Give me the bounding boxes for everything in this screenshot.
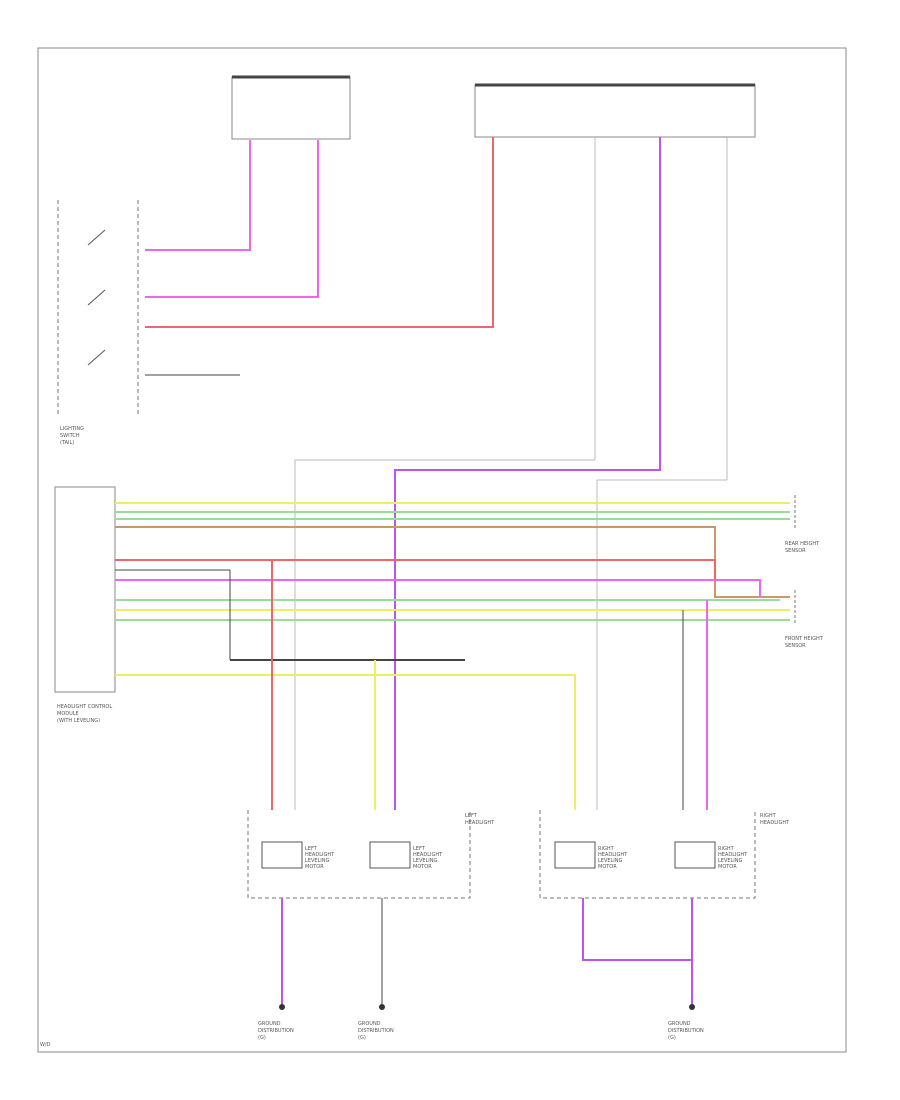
controller-box [54, 486, 116, 693]
right-motor-2 [674, 841, 716, 869]
rear-sensor-label-1: REAR HEIGHT [785, 541, 820, 547]
wire-violet-1 [394, 137, 661, 810]
left-motor-1-label-1: LEFT [305, 846, 318, 852]
left-headlight-label: LEFT HEADLIGHT [465, 813, 495, 826]
controller-label-line-3: (WITH LEVELING) [57, 718, 100, 724]
ground-1-label-3: (G) [258, 1035, 266, 1041]
wire-pink-switch [145, 140, 251, 251]
right-motor-1-label: RIGHT HEADLIGHT LEVELING MOTOR [598, 846, 628, 870]
ground-label-1: GROUND DISTRIBUTION (G) [258, 1021, 294, 1041]
fuse-box-right [474, 84, 756, 138]
right-motor-1 [554, 841, 596, 869]
rear-sensor-label-2: SENSOR [785, 548, 806, 554]
wire-yellow-motors [115, 674, 576, 810]
ground-2-label-2: DISTRIBUTION [358, 1028, 394, 1034]
fuse-box-left [231, 76, 351, 140]
ground-icon-3 [689, 1004, 695, 1010]
ground-label-2: GROUND DISTRIBUTION (G) [358, 1021, 394, 1041]
left-motor-1-label-2: HEADLIGHT [305, 852, 335, 858]
switch-contact-2 [87, 289, 106, 306]
left-headlight-box [247, 810, 471, 899]
ground-icon-1 [279, 1004, 285, 1010]
ground-2-label-1: GROUND [358, 1021, 381, 1027]
wire-gray-3 [294, 459, 595, 810]
right-motor-2-label-3: LEVELING [718, 858, 743, 864]
switch-label: LIGHTING SWITCH (TAIL) [60, 426, 84, 446]
switch-label-line-3: (TAIL) [60, 440, 74, 446]
wire-red-switch [145, 137, 494, 328]
ground-3-label-1: GROUND [668, 1021, 691, 1027]
switch-contact-1 [87, 229, 106, 246]
ground-1-label-2: DISTRIBUTION [258, 1028, 294, 1034]
right-motor-2-label-2: HEADLIGHT [718, 852, 748, 858]
diagram-border [37, 47, 847, 1053]
left-headlight-label-1: LEFT [465, 813, 478, 819]
page-marker: W/D [40, 1042, 51, 1048]
controller-label: HEADLIGHT CONTROL MODULE (WITH LEVELING) [57, 704, 112, 724]
switch-label-line-2: SWITCH [60, 433, 80, 439]
wire-pink-switch-2 [145, 140, 319, 298]
right-motor-2-label-1: RIGHT [718, 846, 735, 852]
left-headlight-label-2: HEADLIGHT [465, 820, 495, 826]
rear-sensor-label: REAR HEIGHT SENSOR [785, 541, 820, 554]
ground-icon-2 [379, 1004, 385, 1010]
left-motor-2-label: LEFT HEADLIGHT LEVELING MOTOR [413, 846, 443, 870]
ground-2-label-3: (G) [358, 1035, 366, 1041]
left-motor-1-label-3: LEVELING [305, 858, 330, 864]
wire-ground-right [582, 898, 693, 1005]
wire-gray-4 [596, 479, 727, 810]
front-sensor-label-1: FRONT HEIGHT [785, 636, 824, 642]
ground-3-label-2: DISTRIBUTION [668, 1028, 704, 1034]
left-motor-1 [261, 841, 303, 869]
wire-pink-ctrl [115, 579, 761, 597]
left-motor-2-label-1: LEFT [413, 846, 426, 852]
right-motor-1-label-2: HEADLIGHT [598, 852, 628, 858]
left-motor-2 [369, 841, 411, 869]
switch-contact-3 [87, 349, 106, 366]
controller-label-line-1: HEADLIGHT CONTROL [57, 704, 112, 710]
ground-1-label-1: GROUND [258, 1021, 281, 1027]
left-motor-1-label-4: MOTOR [305, 864, 324, 870]
left-motor-2-label-3: LEVELING [413, 858, 438, 864]
right-motor-1-label-4: MOTOR [598, 864, 617, 870]
switch-label-line-1: LIGHTING [60, 426, 84, 432]
wire-red-ctrl [115, 559, 716, 580]
ground-3-label-3: (G) [668, 1035, 676, 1041]
front-sensor-label: FRONT HEIGHT SENSOR [785, 636, 824, 649]
right-headlight-box [539, 810, 756, 899]
right-headlight-label-1: RIGHT [760, 813, 777, 819]
ground-label-3: GROUND DISTRIBUTION (G) [668, 1021, 704, 1041]
left-motor-2-label-2: HEADLIGHT [413, 852, 443, 858]
left-motor-2-label-4: MOTOR [413, 864, 432, 870]
front-sensor-label-2: SENSOR [785, 643, 806, 649]
wire-orange [115, 526, 790, 598]
right-motor-2-label-4: MOTOR [718, 864, 737, 870]
controller-label-line-2: MODULE [57, 711, 79, 717]
right-headlight-label-2: HEADLIGHT [760, 820, 790, 826]
right-headlight-label: RIGHT HEADLIGHT [760, 813, 790, 826]
right-motor-1-label-1: RIGHT [598, 846, 615, 852]
right-motor-1-label-3: LEVELING [598, 858, 623, 864]
left-motor-1-label: LEFT HEADLIGHT LEVELING MOTOR [305, 846, 335, 870]
right-motor-2-label: RIGHT HEADLIGHT LEVELING MOTOR [718, 846, 748, 870]
